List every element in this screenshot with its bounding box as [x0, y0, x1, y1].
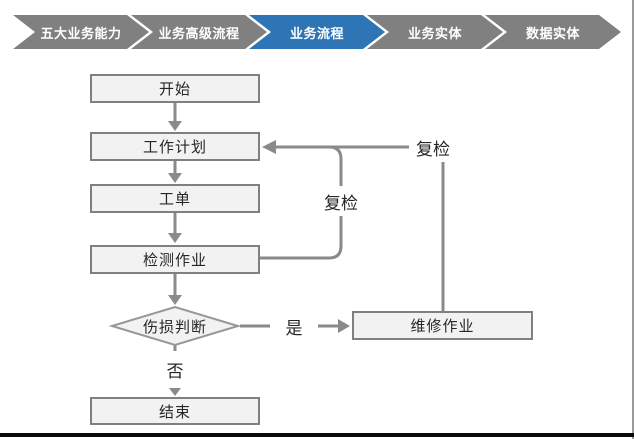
arrowhead-into-decision — [168, 295, 182, 305]
label-no: 否 — [157, 351, 193, 387]
edge-repair-recheck-loop — [276, 145, 445, 311]
arrowhead-into-inspection — [168, 233, 182, 243]
label-recheck-inner: 复检 — [319, 186, 363, 216]
label-recheck-outer: 复检 — [409, 132, 457, 162]
node-label: 结束 — [158, 402, 191, 421]
step-business-process-active[interactable]: 业务流程 — [249, 15, 385, 49]
label-yes: 是 — [270, 314, 318, 339]
step-label: 数据实体 — [525, 26, 580, 42]
node-inspection: 检测作业 — [90, 245, 260, 274]
step-data-entity[interactable]: 数据实体 — [485, 15, 621, 49]
node-label: 开始 — [158, 80, 191, 98]
bottom-border — [0, 433, 634, 437]
node-label: 维修作业 — [410, 317, 475, 335]
process-step-bar: 五大业务能力 业务高级流程 业务流程 业务实体 数据实体 — [0, 0, 634, 50]
step-label: 业务高级流程 — [158, 26, 240, 42]
arrowhead-into-order — [168, 173, 182, 183]
arrowhead-into-repair — [338, 319, 350, 333]
step-label: 五大业务能力 — [40, 26, 122, 42]
step-business-entity[interactable]: 业务实体 — [367, 15, 503, 49]
node-label: 工作计划 — [142, 138, 207, 156]
node-label: 工单 — [158, 190, 191, 208]
right-border — [632, 0, 634, 439]
node-work-plan: 工作计划 — [90, 132, 260, 161]
step-high-level-process[interactable]: 业务高级流程 — [131, 15, 267, 49]
step-label: 业务实体 — [407, 26, 462, 42]
arrowhead-into-plan-top — [168, 121, 182, 131]
node-damage-decision: 伤损判断 — [112, 307, 238, 345]
step-business-capabilities[interactable]: 五大业务能力 — [13, 15, 149, 49]
node-work-order: 工单 — [90, 184, 260, 213]
node-label: 检测作业 — [142, 251, 207, 269]
arrowhead-into-end — [169, 388, 181, 396]
node-repair: 维修作业 — [352, 311, 533, 340]
node-label: 伤损判断 — [142, 317, 207, 336]
step-label: 业务流程 — [289, 26, 344, 42]
node-end: 结束 — [90, 397, 260, 425]
node-start: 开始 — [90, 74, 260, 103]
arrowhead-into-plan-right — [262, 140, 276, 154]
